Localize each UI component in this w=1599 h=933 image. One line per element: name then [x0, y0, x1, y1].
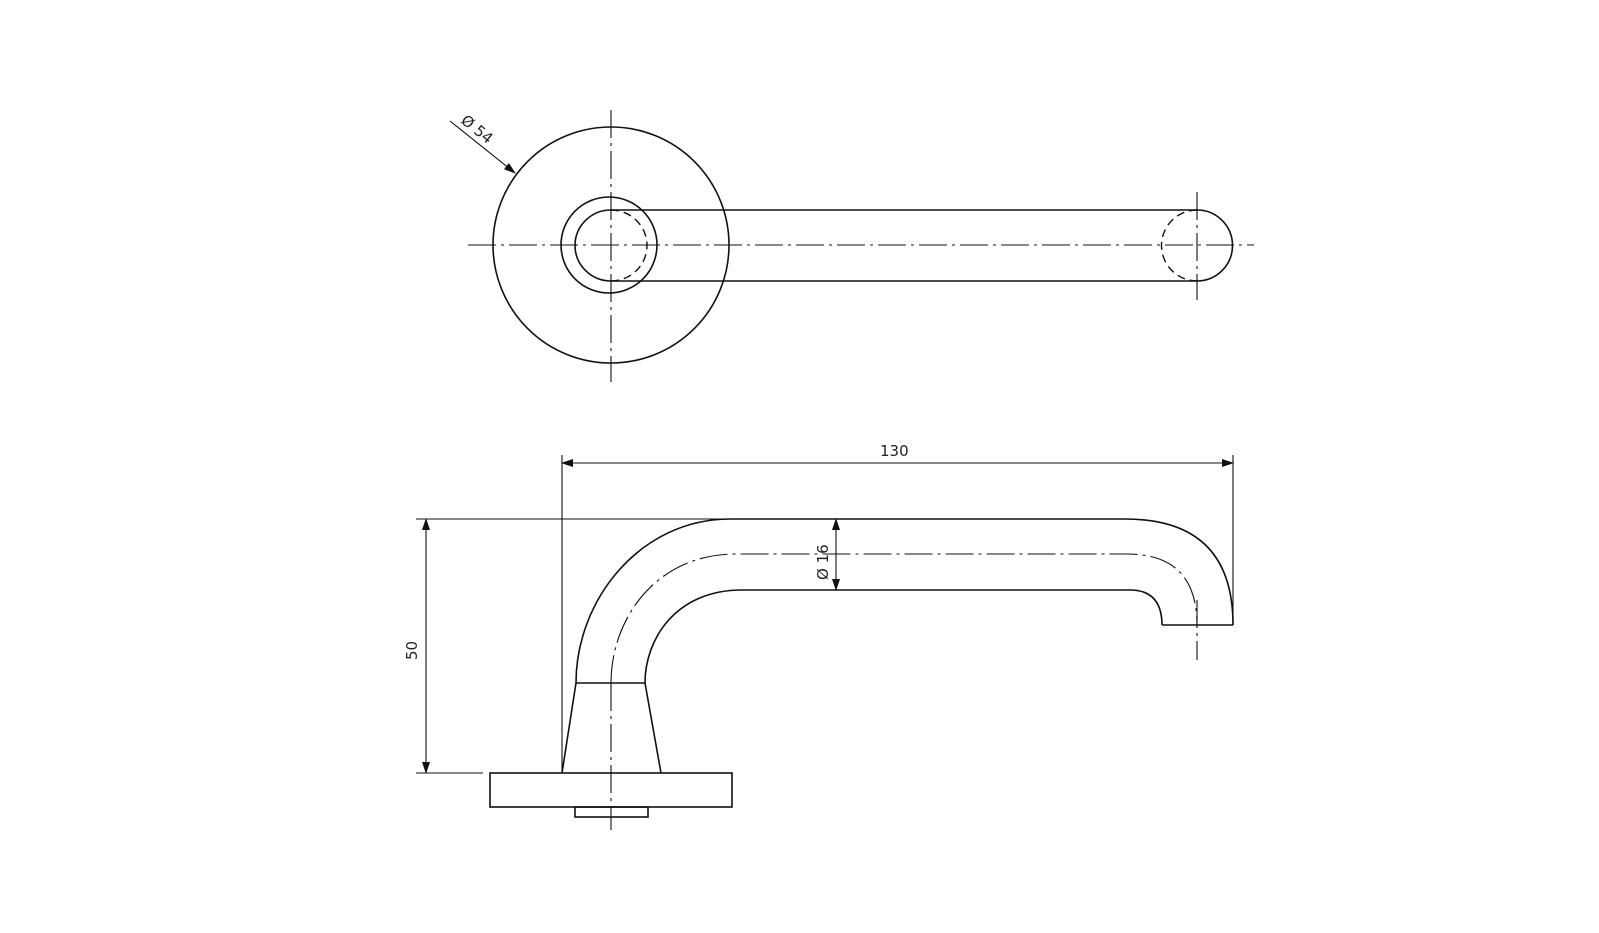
lever-centerline — [610, 553, 1198, 684]
lever-tip-hidden-arc — [1160, 209, 1198, 282]
lever-inner-contour — [644, 589, 1163, 684]
neck-left-edge — [561, 682, 577, 774]
neck-right-edge — [644, 682, 662, 774]
side-view: 130 50 Ø 16 — [403, 442, 1234, 830]
diameter-54-leader — [449, 120, 516, 174]
lever-outer-contour — [575, 518, 1234, 684]
dim-16-label: Ø 16 — [814, 544, 832, 580]
dim-130-label: 130 — [880, 442, 909, 460]
top-view: Ø 54 — [449, 110, 1254, 382]
dim-50-label: 50 — [403, 641, 421, 660]
